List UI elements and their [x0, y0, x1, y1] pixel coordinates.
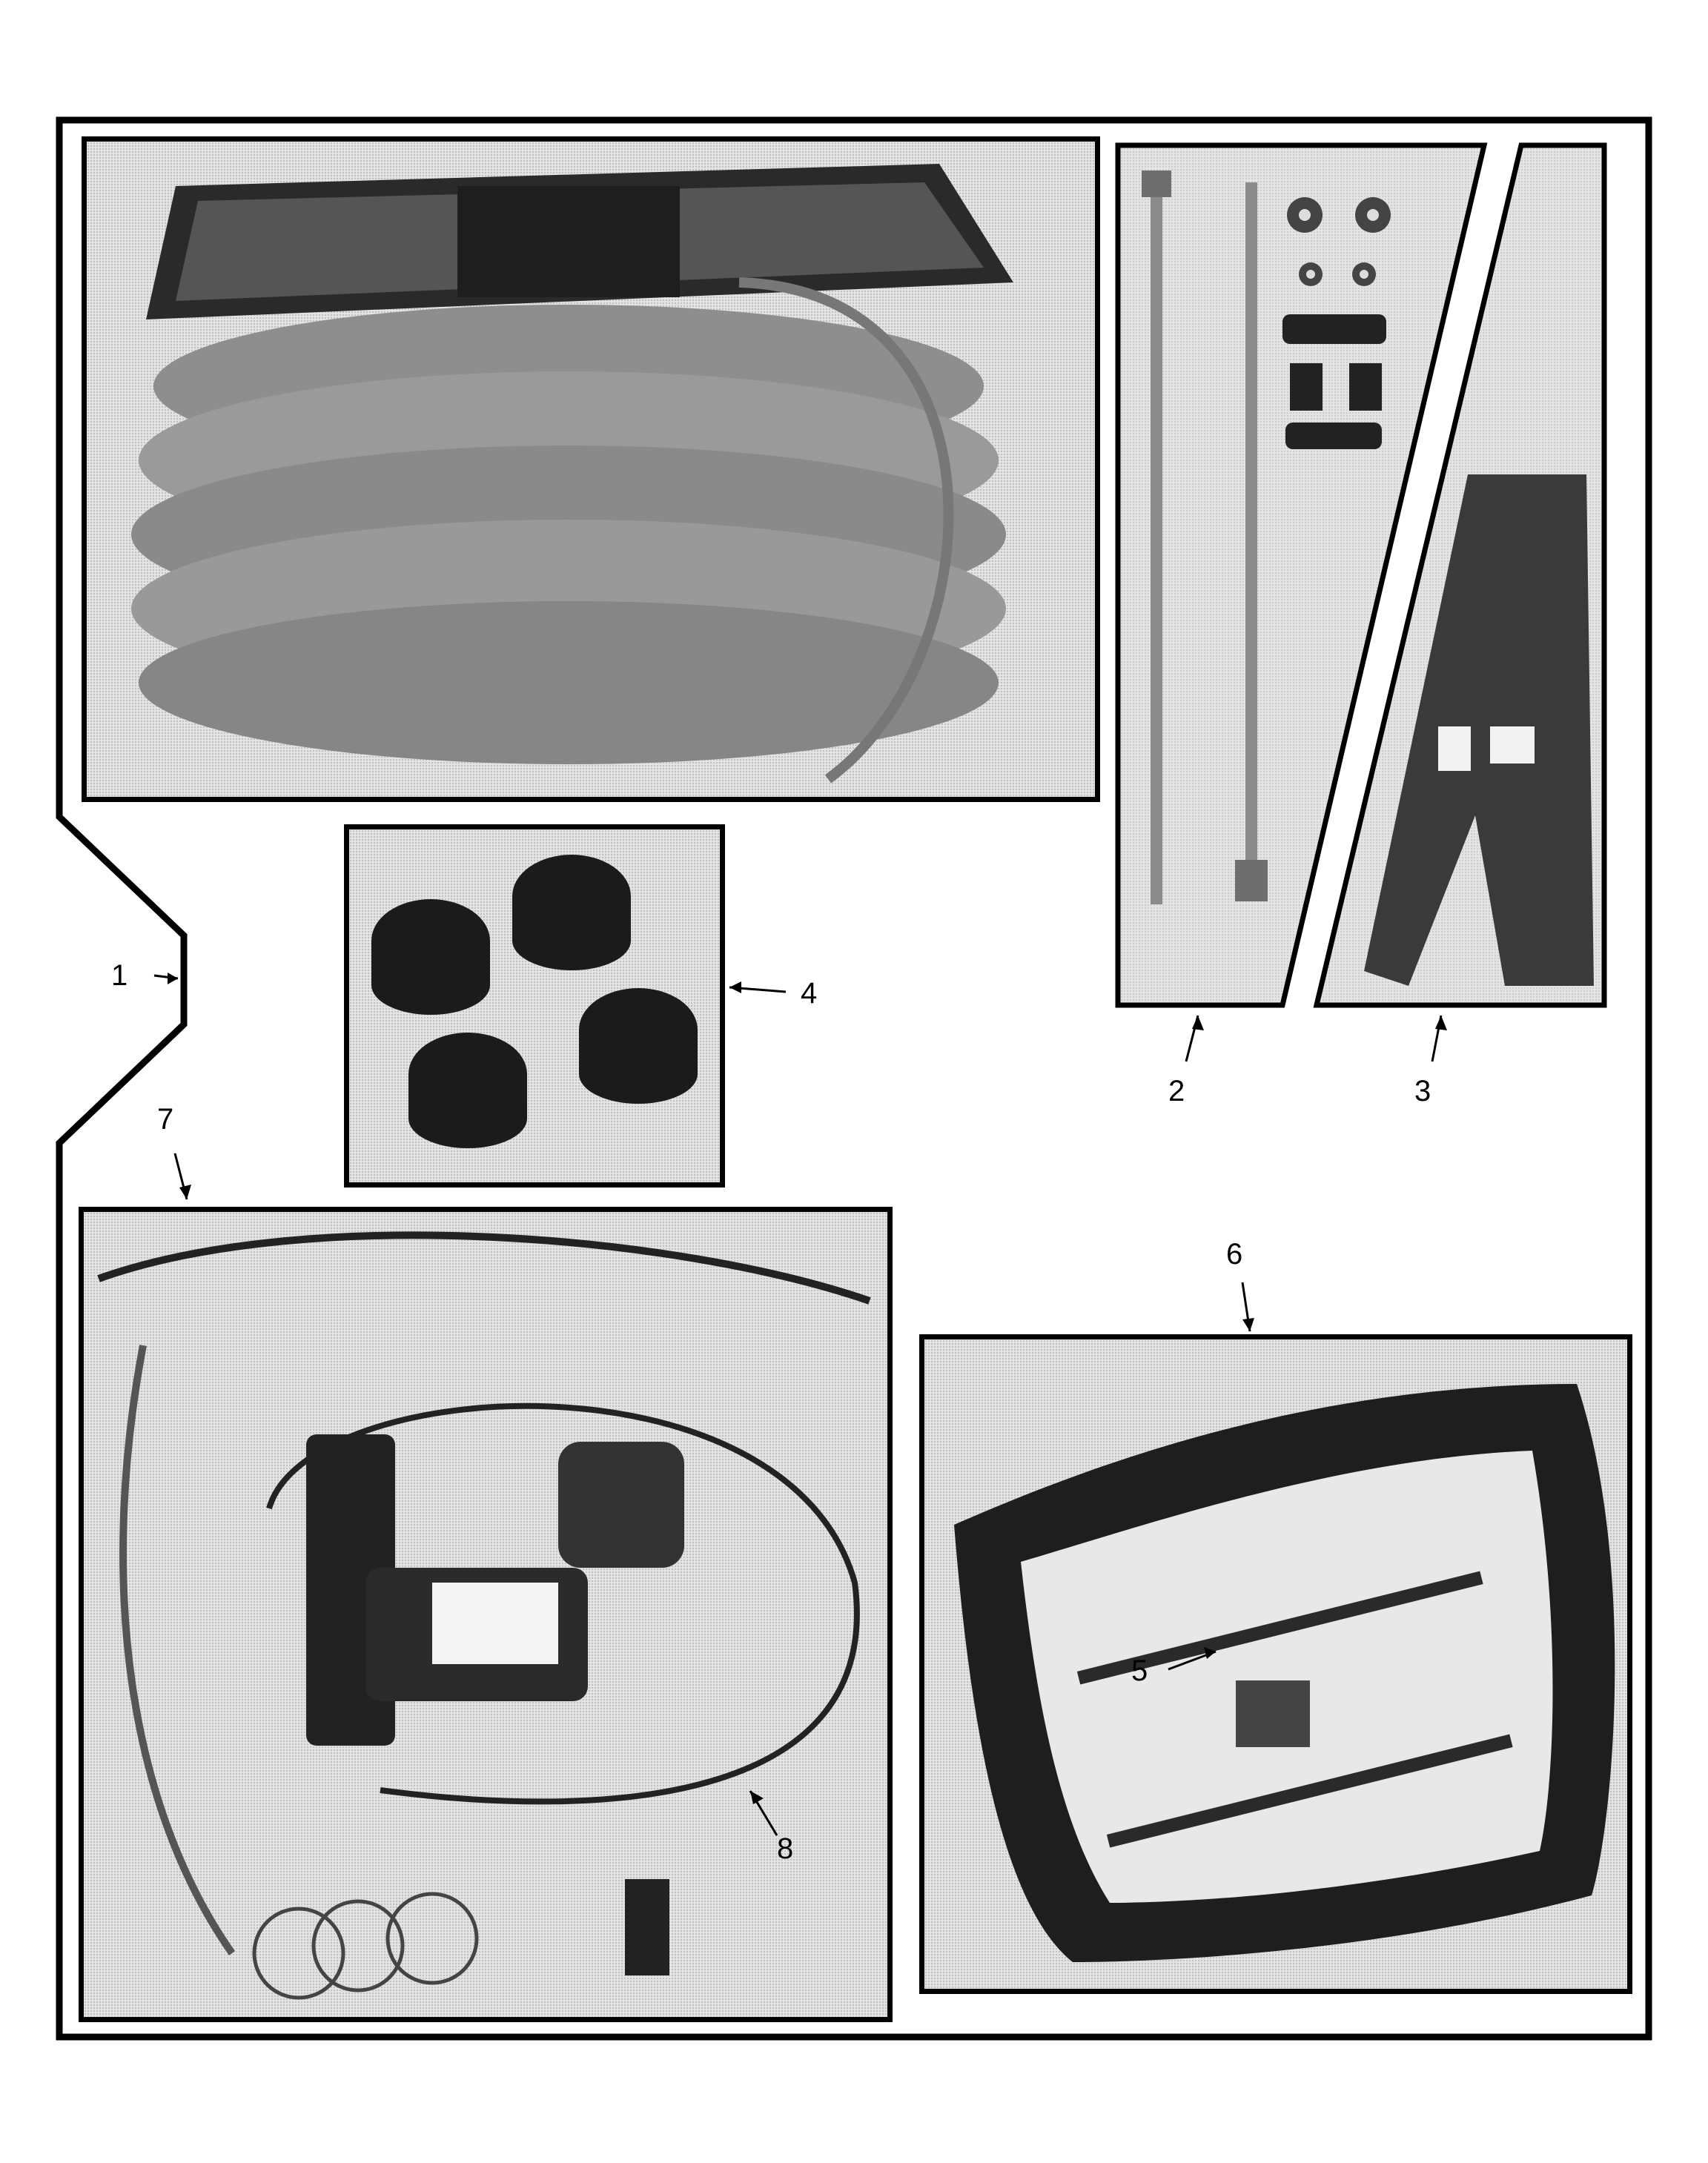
leader-6	[1241, 1282, 1254, 1332]
leader-3	[1431, 1015, 1447, 1062]
photo-seat-suspension	[82, 136, 1100, 802]
leader-4	[729, 981, 787, 993]
callout-6: 6	[1226, 1238, 1243, 1271]
photo-compressor-kit	[79, 1207, 893, 2022]
leader-1	[153, 973, 179, 984]
photo-bellows-boot	[919, 1334, 1632, 1994]
callout-8: 8	[777, 1832, 794, 1865]
callout-3: 3	[1414, 1075, 1431, 1107]
photo-rubber-bumpers	[344, 824, 725, 1188]
leader-2	[1185, 1015, 1204, 1062]
leader-7	[173, 1153, 191, 1200]
callout-1: 1	[111, 959, 128, 992]
callout-5: 5	[1131, 1654, 1148, 1687]
callout-4: 4	[801, 977, 818, 1010]
outer-frame	[56, 116, 1652, 2041]
leader-8	[749, 1790, 778, 1836]
callout-2: 2	[1168, 1075, 1185, 1107]
callout-7: 7	[157, 1103, 174, 1136]
leader-5	[1168, 1647, 1217, 1671]
